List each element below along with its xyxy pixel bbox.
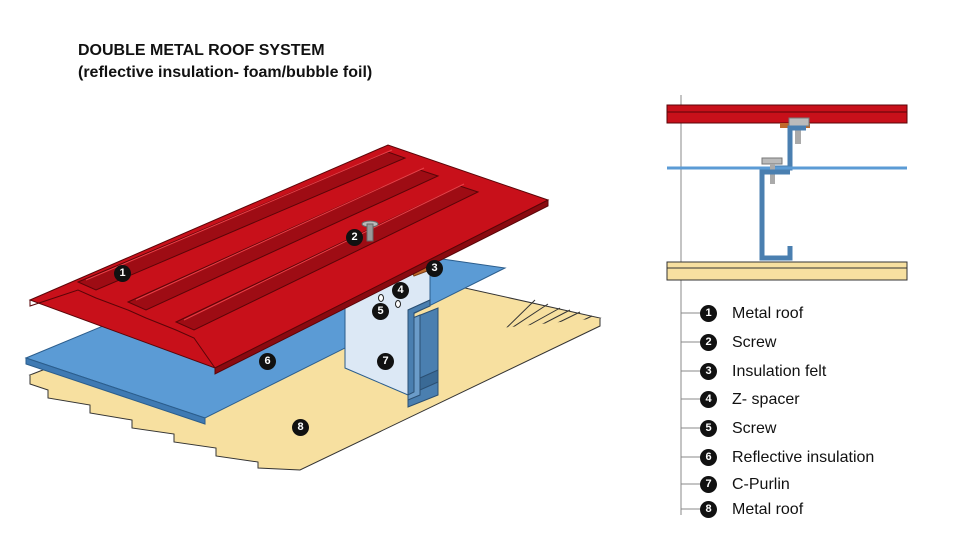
legend-label: Screw xyxy=(732,420,777,437)
legend-label: Z- spacer xyxy=(732,391,800,408)
callout-1: 1 xyxy=(114,265,131,282)
legend-number: 7 xyxy=(700,476,717,493)
title-line-2: (reflective insulation- foam/bubble foil… xyxy=(78,64,373,81)
legend-number: 5 xyxy=(700,420,717,437)
callout-5: 5 xyxy=(372,303,389,320)
legend-label: Metal roof xyxy=(732,501,804,518)
small-screw-icon xyxy=(378,294,401,308)
callout-2: 2 xyxy=(346,229,363,246)
legend-number: 4 xyxy=(700,391,717,408)
title-line-1: DOUBLE METAL ROOF SYSTEM xyxy=(78,42,325,59)
legend-label: Reflective insulation xyxy=(732,449,875,466)
top-metal-roof-sheet xyxy=(28,144,550,375)
callout-3: 3 xyxy=(426,260,443,277)
legend-number: 2 xyxy=(700,334,717,351)
callout-4: 4 xyxy=(392,282,409,299)
screw-icon xyxy=(361,220,379,242)
legend-label: Screw xyxy=(732,334,777,351)
legend-number: 8 xyxy=(700,501,717,518)
section-detail xyxy=(666,95,908,515)
diagram-title: DOUBLE METAL ROOF SYSTEM (reflective ins… xyxy=(78,40,372,84)
legend-number: 6 xyxy=(700,449,717,466)
legend-label: C-Purlin xyxy=(732,476,790,493)
legend-label: Insulation felt xyxy=(732,363,827,380)
callout-6: 6 xyxy=(259,353,276,370)
legend-number: 3 xyxy=(700,363,717,380)
callout-8: 8 xyxy=(292,419,309,436)
legend-number: 1 xyxy=(700,305,717,322)
callout-7: 7 xyxy=(377,353,394,370)
legend-label: Metal roof xyxy=(732,305,804,322)
